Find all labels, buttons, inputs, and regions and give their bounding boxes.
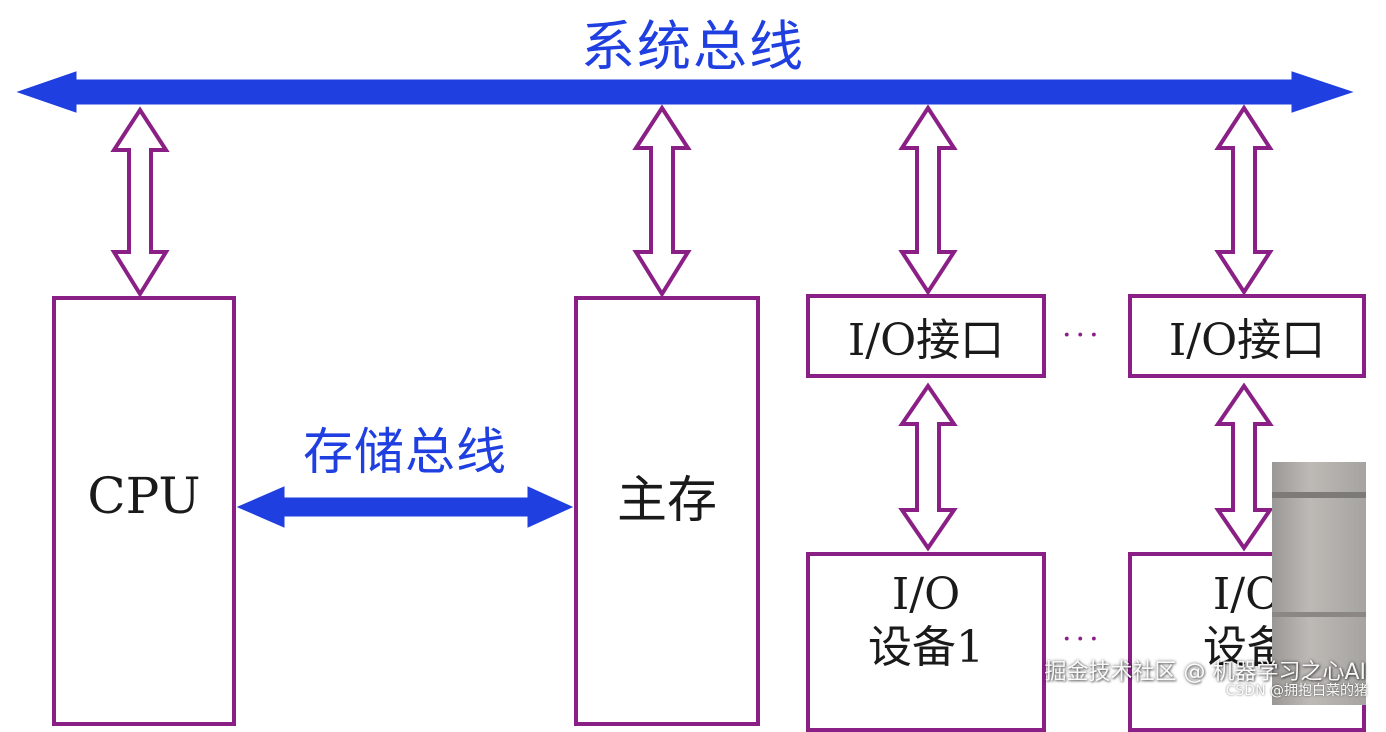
io-interface-1-box: I/O接口 xyxy=(806,294,1046,378)
io-device-1-connector xyxy=(898,382,958,552)
io-device-1-box: I/O 设备1 xyxy=(806,552,1046,732)
memory-bus-arrow xyxy=(236,486,574,528)
io-device-1-line1: I/O xyxy=(891,569,961,621)
io-device-2-line1: I/O xyxy=(1212,569,1282,621)
watermark-sub: CSDN @拥抱白菜的猪 xyxy=(1225,683,1368,699)
interface-ellipsis: ··· xyxy=(1062,318,1103,353)
io-interface-2-bus-connector xyxy=(1214,104,1274,296)
io-interface-1-bus-connector xyxy=(898,104,958,296)
device-ellipsis: ··· xyxy=(1062,622,1103,657)
memory-bus-label: 存储总线 xyxy=(303,423,507,481)
io-device-2-connector xyxy=(1214,382,1274,552)
camera-overlay-image xyxy=(1272,462,1366,705)
io-interface-2-box: I/O接口 xyxy=(1128,294,1366,378)
memory-bus-connector xyxy=(632,104,692,298)
main-memory-label: 主存 xyxy=(617,471,717,529)
io-interface-1-label: I/O接口 xyxy=(847,315,1005,366)
watermark-main: 掘金技术社区 @ 机器学习之心AI xyxy=(1044,660,1366,685)
connector-layer xyxy=(16,71,1354,552)
io-interface-2-label: I/O接口 xyxy=(1168,315,1326,366)
cpu-bus-connector xyxy=(110,106,170,298)
main-memory-box: 主存 xyxy=(574,296,760,726)
cpu-label: CPU xyxy=(87,467,201,525)
overlay-shelf-line xyxy=(1272,492,1366,498)
system-bus-label: 系统总线 xyxy=(581,15,805,78)
overlay-shelf-line xyxy=(1272,612,1366,617)
io-device-1-line2: 设备1 xyxy=(868,622,984,673)
system-bus-arrow xyxy=(16,71,1354,113)
cpu-box: CPU xyxy=(52,296,236,726)
